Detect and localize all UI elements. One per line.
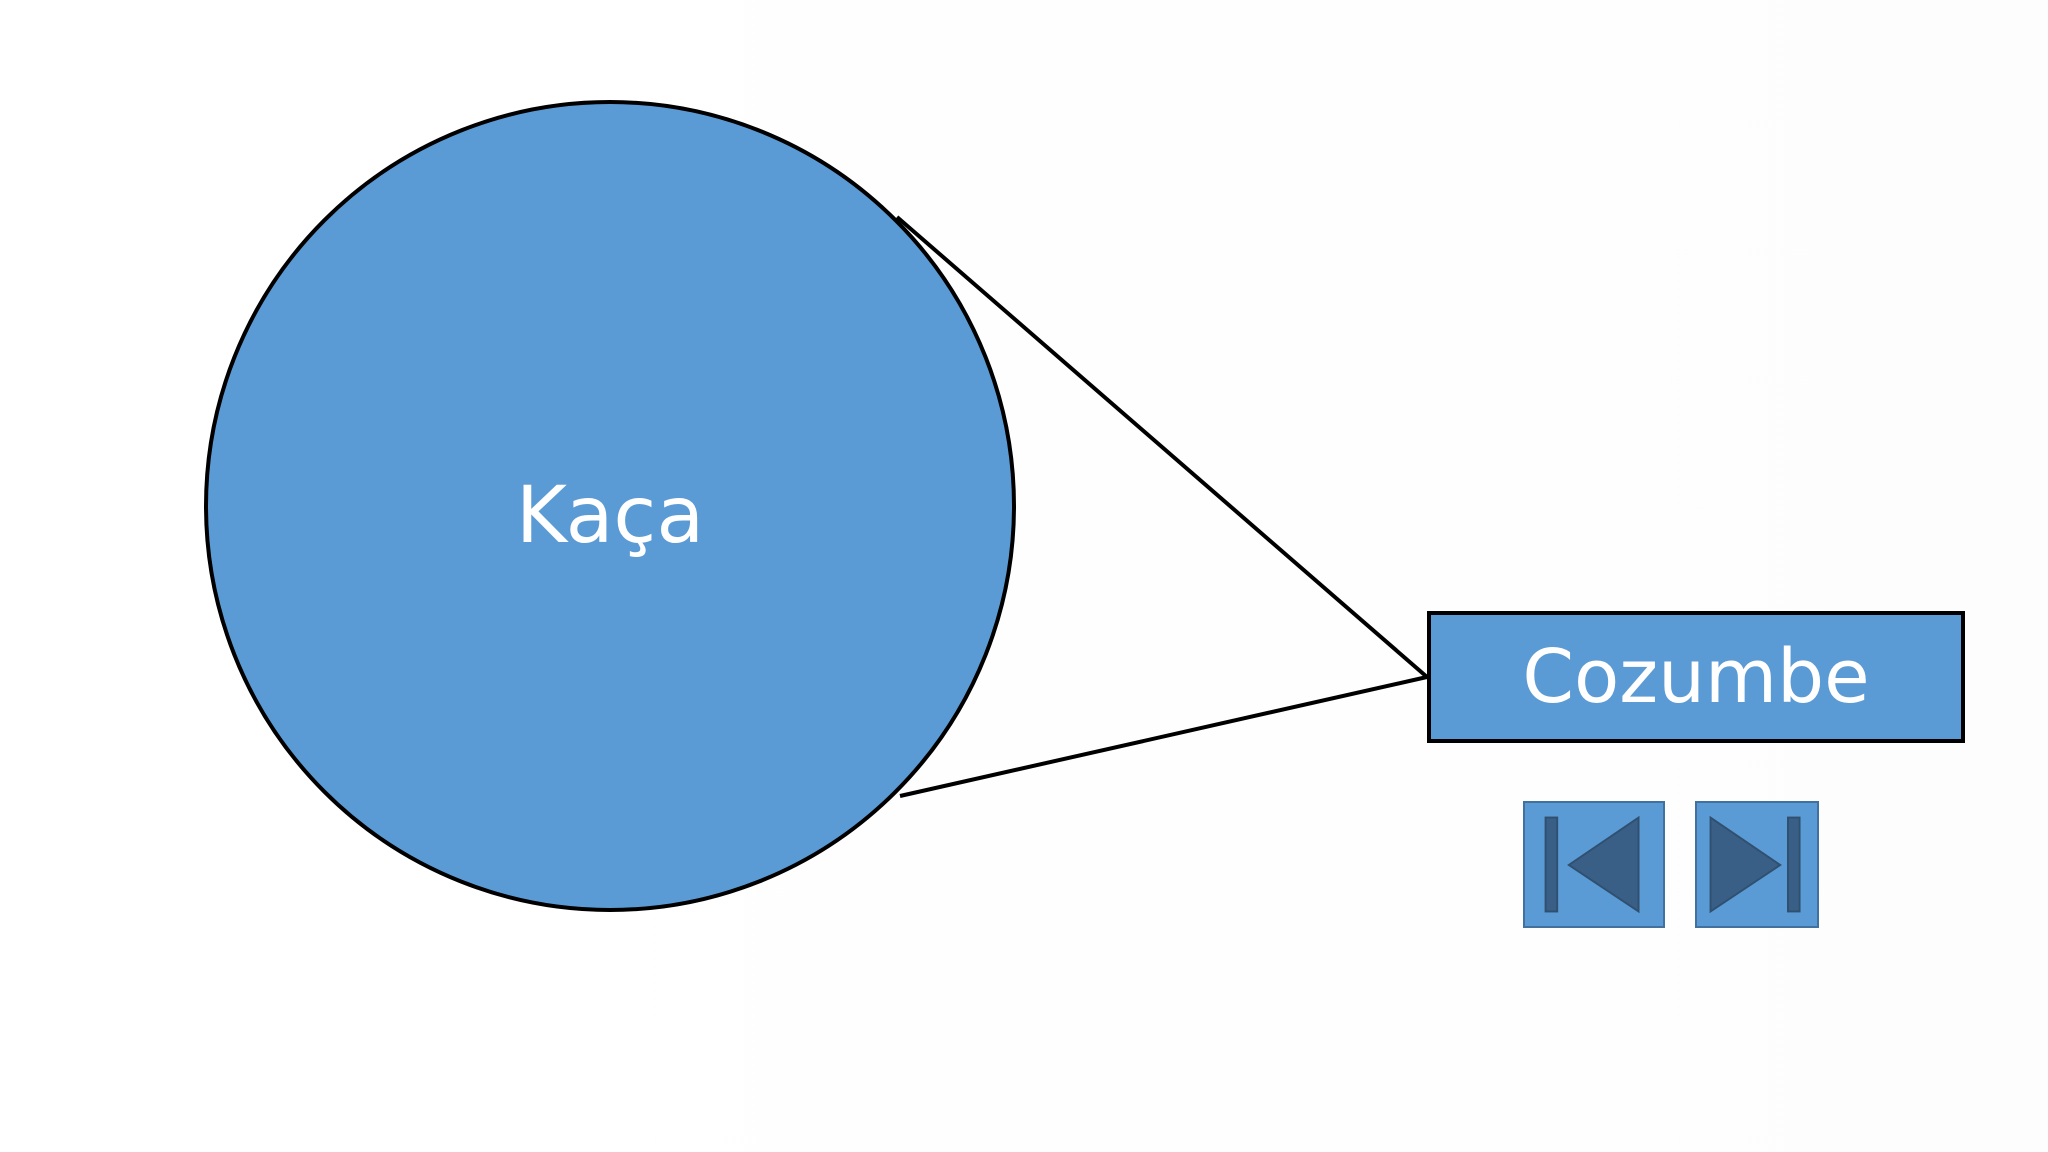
circle-label: Kaça [515, 471, 705, 561]
skip-to-start-icon [1544, 815, 1640, 914]
callout-label: Cozumbe [1522, 634, 1870, 720]
callout-line-lower [899, 675, 1428, 798]
circle-shape: Kaça [204, 100, 1016, 912]
callout-box: Cozumbe [1427, 611, 1965, 743]
next-slide-button[interactable] [1695, 801, 1819, 928]
previous-slide-button[interactable] [1523, 801, 1665, 928]
skip-to-end-icon [1709, 815, 1801, 914]
callout-line-upper [895, 215, 1429, 679]
